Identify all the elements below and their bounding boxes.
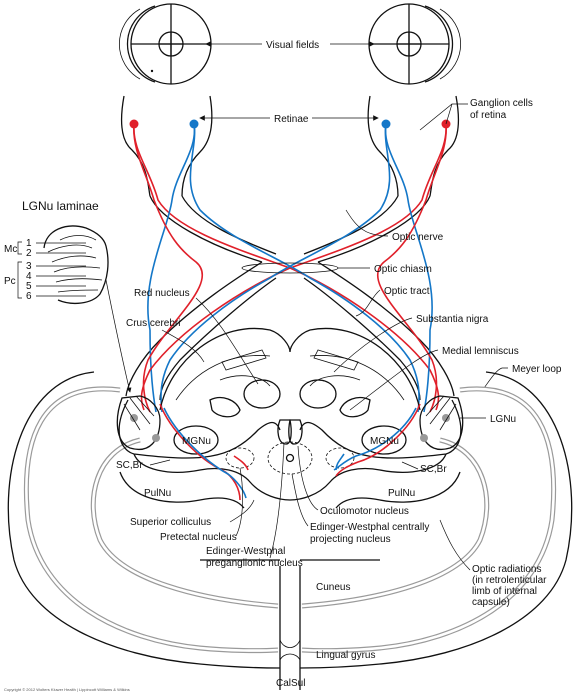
left-visual-field [119,3,212,85]
lgnu-laminae-title: LGNu laminae [22,199,99,213]
hemisphere-outline [7,371,573,690]
right-ganglion-blue [381,119,391,129]
mgnu-right-label: MGNu [370,436,399,447]
ew-preganglionic-label-1: Edinger-Westphal [206,546,285,557]
red-nucleus-right [299,379,337,409]
pretectal-right [325,447,355,469]
pc-label: Pc [4,276,16,287]
lamina-3: 3 [26,261,32,272]
red-nucleus-label: Red nucleus [134,288,190,299]
lamina-2: 2 [26,248,32,259]
lgnu-label: LGNu [490,414,516,425]
optic-radiations-label-1: Optic radiations [472,564,541,575]
ew-central-label-1: Edinger-Westphal centrally [310,522,429,533]
optic-radiations-label-3: limb of internal [472,586,537,597]
pulnu-left-label: PulNu [144,488,171,499]
retinae-label: Retinae [274,114,309,125]
ganglion-cells-label-1: Ganglion cells [470,98,533,109]
right-eye-fibers [140,119,451,413]
copyright-text: Copyright © 2012 Wolters Kluwer Health |… [4,687,130,692]
left-ganglion-red [129,119,139,129]
lamina-1: 1 [26,238,32,249]
optic-nerve-label: Optic nerve [392,232,444,243]
visual-fields-label: Visual fields [266,40,319,51]
pretectal-left [225,447,255,469]
optic-radiations-label-2: (in retrolenticular [472,575,547,586]
mgnu-right-shape [361,425,407,455]
red-nucleus-left [243,379,281,409]
meyer-loop-label: Meyer loop [512,364,562,375]
optic-tract-label: Optic tract [384,286,430,297]
sc-br-right-label: SC,Br [420,464,447,475]
sc-br-left-label: SC,Br [116,460,143,471]
midbrain-section [116,327,464,509]
lingual-gyrus-label: Lingual gyrus [316,650,375,661]
optic-radiations-label-4: capsule) [472,597,510,608]
mgnu-left-shape [173,425,219,455]
lamina-6: 6 [26,291,32,302]
ganglion-cells-label-2: of retina [470,110,507,121]
right-nasal-fibers [384,123,433,413]
mgnu-left-label: MGNu [182,436,211,447]
left-temporal-fibers [133,123,204,413]
mc-label: Mc [4,244,17,255]
ew-central-region [267,441,313,475]
midbrain-fiber-terminals [159,403,421,501]
calsul-label: CalSul [276,678,305,689]
crus-cerebri-label: Crus cerebri [126,318,180,329]
right-temporal-fibers [376,123,447,413]
ew-central-label-2: projecting nucleus [310,534,391,545]
substantia-nigra-label: Substantia nigra [416,314,489,325]
optic-radiations [23,386,557,654]
left-nasal-fibers [147,123,196,413]
lgnu-laminae-inset [17,225,132,393]
lamina-4: 4 [26,271,32,282]
medial-lemniscus-label: Medial lemniscus [442,346,519,357]
cuneus-label: Cuneus [316,582,350,593]
left-crossing-blue [189,123,420,413]
right-visual-field [368,3,461,85]
lamina-5: 5 [26,281,32,292]
ew-preganglionic-label-2: preganglionic nucleus [206,558,303,569]
superior-colliculus-label: Superior colliculus [130,517,211,528]
oculomotor-nucleus-label: Oculomotor nucleus [320,506,409,517]
optic-chiasm-label: Optic chiasm [374,264,432,275]
pulnu-right-label: PulNu [388,488,415,499]
pretectal-nucleus-label: Pretectal nucleus [160,532,237,543]
